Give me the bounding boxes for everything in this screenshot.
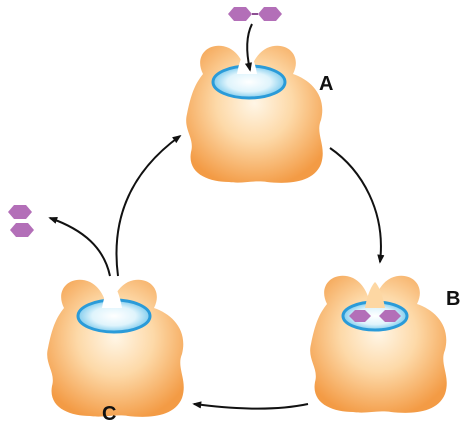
arrow-products-out — [48, 217, 111, 277]
enzyme-state-b — [310, 275, 447, 413]
enzyme-state-c — [47, 279, 184, 417]
arrow-c-to-a — [115, 134, 182, 277]
arrow-b-to-c — [192, 401, 309, 410]
product-molecule-icon — [8, 205, 34, 237]
label-a: A — [319, 73, 333, 95]
arrow-a-to-b — [329, 147, 385, 264]
enzyme-state-a — [186, 45, 323, 183]
substrate-molecule-icon — [228, 7, 282, 21]
bound-substrate-icon — [349, 310, 401, 322]
label-c: C — [102, 403, 116, 425]
arrow-substrate-in — [244, 23, 253, 72]
label-b: B — [446, 288, 460, 310]
